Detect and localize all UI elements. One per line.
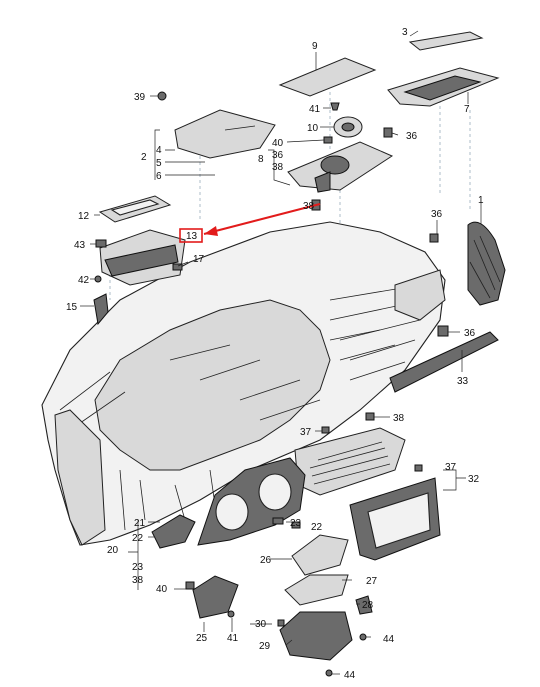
- part-27-cover: [284, 574, 349, 606]
- part-21-switch: [151, 514, 196, 549]
- part-22-clip: [291, 521, 301, 529]
- highlight-13: [179, 203, 321, 243]
- part-36-clip-c: [437, 325, 449, 337]
- part-7-storage-tray: [387, 67, 500, 107]
- callout-41: 41: [309, 104, 321, 115]
- callout-32: 32: [468, 474, 480, 485]
- callout-21: 21: [134, 518, 146, 529]
- part-37-clip: [321, 426, 330, 434]
- callout-38d: 38: [393, 413, 405, 424]
- callout-44a: 44: [383, 634, 395, 645]
- callout-1: 1: [478, 195, 484, 206]
- part-9-cover-plate: [278, 57, 377, 97]
- part-10-speaker: [333, 116, 363, 138]
- callout-44b: 44: [344, 670, 356, 681]
- callout-labels: 3 9 7 39 41 10 36 40 36 8 38 2 4 5 6 38 …: [66, 27, 484, 681]
- callout-39: 39: [134, 92, 146, 103]
- part-17-clip: [172, 263, 183, 271]
- part-20-instrument-cluster-housing: [197, 457, 306, 546]
- part-12-frame: [98, 195, 172, 223]
- callout-10: 10: [307, 123, 319, 134]
- part-41-screw-b: [227, 610, 235, 618]
- callout-40: 40: [272, 138, 284, 149]
- callout-40b: 40: [156, 584, 168, 595]
- callout-5: 5: [156, 158, 162, 169]
- callout-36b: 36: [272, 150, 284, 161]
- part-25-trim: [192, 575, 239, 619]
- part-41-screw: [330, 102, 340, 111]
- callout-43: 43: [74, 240, 86, 251]
- callout-26: 26: [260, 555, 272, 566]
- callout-15: 15: [66, 302, 78, 313]
- callout-36c: 36: [431, 209, 443, 220]
- part-15-vent: [93, 293, 109, 326]
- part-3-cover: [408, 31, 484, 51]
- dashboard-carrier: [41, 221, 446, 546]
- leader-lines: [80, 30, 482, 675]
- callout-29: 29: [259, 641, 271, 652]
- part-40-clip: [323, 136, 333, 144]
- part-26-column-cover: [291, 534, 349, 576]
- callout-36d: 36: [464, 328, 476, 339]
- part-37-clip-b: [414, 464, 423, 472]
- callout-23: 23: [290, 518, 302, 529]
- part-23-clip: [272, 517, 284, 525]
- part-29-lower-cover: [279, 611, 353, 661]
- callout-6: 6: [156, 171, 162, 182]
- callout-8: 8: [258, 154, 264, 165]
- callout-33: 33: [457, 376, 469, 387]
- callout-30: 30: [255, 619, 267, 630]
- callout-37: 37: [300, 427, 312, 438]
- part-39-clip: [157, 91, 167, 101]
- highlight-arrow-line: [203, 203, 321, 235]
- part-36-clip-a: [383, 127, 393, 138]
- part-32-frame: [349, 477, 441, 561]
- callout-42: 42: [78, 275, 90, 286]
- callout-38c: 38: [303, 201, 315, 212]
- callout-22b: 22: [132, 533, 144, 544]
- callout-37b: 37: [445, 462, 457, 473]
- part-8-bracket: [287, 141, 394, 193]
- part-28-switch: [355, 595, 373, 615]
- callout-7: 7: [464, 104, 470, 115]
- callout-9: 9: [312, 41, 318, 52]
- callout-28: 28: [362, 600, 374, 611]
- callout-23b: 23: [132, 562, 144, 573]
- callout-13: 13: [186, 231, 198, 242]
- callout-12: 12: [78, 211, 90, 222]
- callout-25: 25: [196, 633, 208, 644]
- part-44-screw-b: [325, 669, 333, 677]
- part-30-screw: [277, 619, 285, 627]
- part-2-glovebox: [174, 109, 276, 159]
- callout-27: 27: [366, 576, 378, 587]
- part-43-clip: [95, 239, 107, 248]
- callout-36: 36: [406, 131, 418, 142]
- callout-2: 2: [141, 152, 147, 163]
- callout-17: 17: [193, 254, 205, 265]
- callout-38: 38: [272, 162, 284, 173]
- callout-41b: 41: [227, 633, 239, 644]
- callout-3: 3: [402, 27, 408, 38]
- part-36-clip-b: [429, 233, 439, 243]
- callout-4: 4: [156, 145, 162, 156]
- part-42-screw: [94, 275, 102, 283]
- callout-20: 20: [107, 545, 119, 556]
- part-33-trim-strip: [389, 331, 499, 393]
- highlight-arrow-head: [204, 226, 218, 236]
- highlight-box: [179, 228, 203, 243]
- part-1-side-cover: [467, 221, 506, 306]
- part-13-display-unit: [99, 229, 186, 286]
- callout-38b: 38: [132, 575, 144, 586]
- part-38-clip-b: [365, 412, 375, 421]
- part-40-clip-b: [185, 581, 195, 590]
- callout-22: 22: [311, 522, 323, 533]
- part-44-screw-a: [359, 633, 367, 641]
